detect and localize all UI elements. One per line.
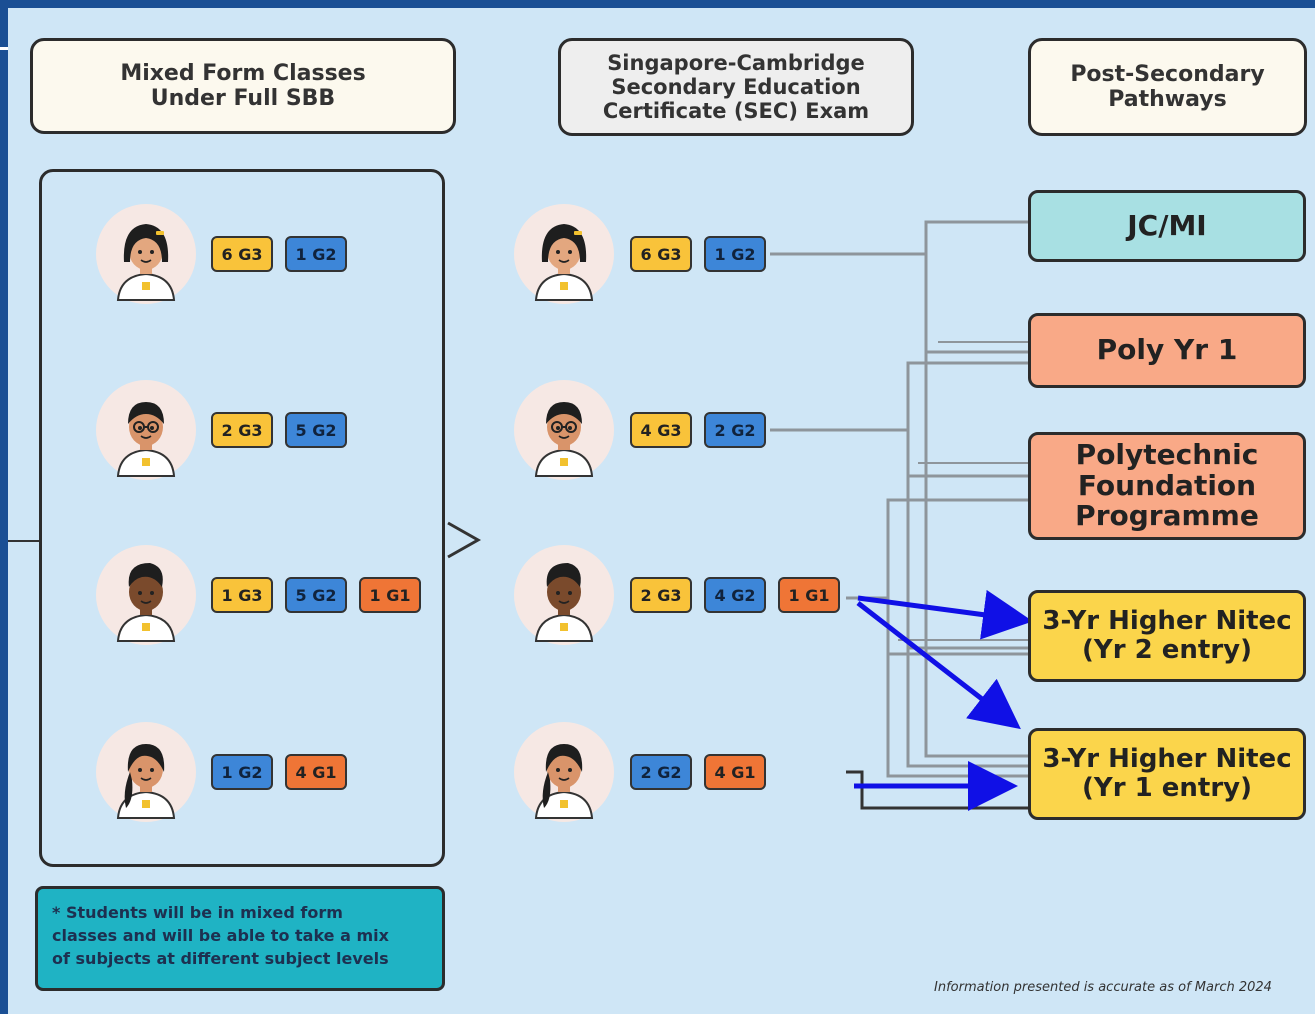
frame-top bbox=[0, 0, 1315, 8]
pathway-4: 3-Yr Higher Nitec (Yr 2 entry) bbox=[1028, 590, 1306, 682]
pathway-3: Polytechnic Foundation Programme bbox=[1028, 432, 1306, 540]
exam-subject-badge-g2: 1 G2 bbox=[704, 236, 766, 272]
class-student-avatar-4 bbox=[96, 722, 196, 822]
frame-left bbox=[0, 0, 8, 1014]
frame-marker bbox=[0, 47, 8, 50]
exam-subject-badge-g3: 6 G3 bbox=[630, 236, 692, 272]
exam-subject-badge-g2: 2 G2 bbox=[630, 754, 692, 790]
flow-arrow-chevron bbox=[447, 521, 482, 559]
class-subject-badge-g2: 5 G2 bbox=[285, 412, 347, 448]
route-row1-jc bbox=[770, 220, 1028, 256]
exam-student-avatar-2 bbox=[514, 380, 614, 480]
annotation-arrow-to-yr1 bbox=[856, 601, 1021, 730]
exam-student-avatar-4 bbox=[514, 722, 614, 822]
class-subject-badge-g3: 6 G3 bbox=[211, 236, 273, 272]
exam-student-avatar-3 bbox=[514, 545, 614, 645]
connector-lines bbox=[8, 220, 1033, 811]
class-subject-badge-g2: 1 G2 bbox=[285, 236, 347, 272]
class-subject-badge-g2: 1 G2 bbox=[211, 754, 273, 790]
route-row2-poly bbox=[770, 361, 1028, 432]
route-row1-poly bbox=[924, 254, 1028, 354]
exam-student-avatar-1 bbox=[514, 204, 614, 304]
pathway-1: JC/MI bbox=[1028, 190, 1306, 262]
class-subject-badge-g1: 1 G1 bbox=[359, 577, 421, 613]
exam-subject-badge-g3: 2 G3 bbox=[630, 577, 692, 613]
header-sec-exam: Singapore-Cambridge Secondary Education … bbox=[558, 38, 914, 136]
header-mixed-form-classes: Mixed Form Classes Under Full SBB bbox=[30, 38, 456, 134]
class-subject-badge-g2: 5 G2 bbox=[285, 577, 347, 613]
accuracy-footnote: Information presented is accurate as of … bbox=[934, 980, 1272, 995]
route-row1-nitec-yr1 bbox=[924, 352, 1028, 758]
pathway-diagram: Mixed Form Classes Under Full SBB Singap… bbox=[8, 8, 1315, 1014]
route-row4-nitec-yr1 bbox=[846, 770, 1028, 810]
exam-subject-badge-g2: 2 G2 bbox=[704, 412, 766, 448]
class-subject-badge-g3: 2 G3 bbox=[211, 412, 273, 448]
class-subject-badge-g1: 4 G1 bbox=[285, 754, 347, 790]
route-row3-foundation bbox=[846, 498, 1028, 600]
class-student-avatar-3 bbox=[96, 545, 196, 645]
exam-subject-badge-g3: 4 G3 bbox=[630, 412, 692, 448]
exam-subject-badge-g1: 1 G1 bbox=[778, 577, 840, 613]
exam-subject-badge-g2: 4 G2 bbox=[704, 577, 766, 613]
class-student-avatar-2 bbox=[96, 380, 196, 480]
header-post-secondary: Post-Secondary Pathways bbox=[1028, 38, 1307, 136]
pathway-2: Poly Yr 1 bbox=[1028, 313, 1306, 388]
class-subject-badge-g3: 1 G3 bbox=[211, 577, 273, 613]
annotation-arrow-to-yr2 bbox=[857, 589, 1033, 640]
pathway-5: 3-Yr Higher Nitec (Yr 1 entry) bbox=[1028, 728, 1306, 820]
mixed-subjects-note: * Students will be in mixed form classes… bbox=[35, 886, 445, 991]
class-student-avatar-1 bbox=[96, 204, 196, 304]
exam-subject-badge-g1: 4 G1 bbox=[704, 754, 766, 790]
mixed-classes-panel bbox=[39, 169, 445, 867]
